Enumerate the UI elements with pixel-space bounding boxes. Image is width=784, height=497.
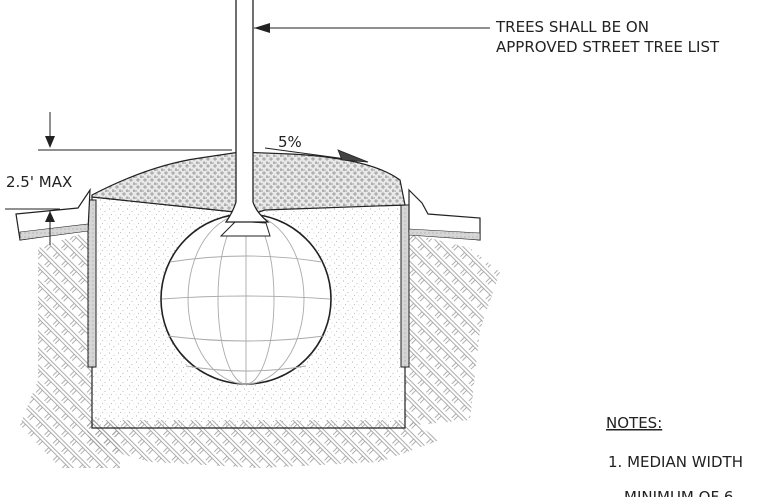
left-median-surface-layer <box>19 223 89 241</box>
callout-line-2: APPROVED STREET TREE LIST <box>496 38 720 56</box>
left-curb-wall <box>87 199 97 368</box>
right-curb-wall <box>400 204 410 368</box>
dimension-label: 2.5' MAX <box>6 173 72 191</box>
slope-label: 5% <box>278 133 302 151</box>
callout-leader <box>254 23 490 33</box>
notes-item-2: MINIMUM OF 6 <box>624 488 733 497</box>
native-soil-hatching <box>20 230 500 468</box>
callout-line-1: TREES SHALL BE ON <box>495 18 649 36</box>
notes-item-1: 1. MEDIAN WIDTH <box>608 453 743 471</box>
root-ball <box>160 213 332 385</box>
right-median-surface-layer <box>408 228 481 241</box>
slope-arrow <box>264 147 369 163</box>
tree-trunk <box>224 0 270 223</box>
notes-heading: NOTES: <box>606 414 662 432</box>
height-dimension <box>5 112 232 245</box>
